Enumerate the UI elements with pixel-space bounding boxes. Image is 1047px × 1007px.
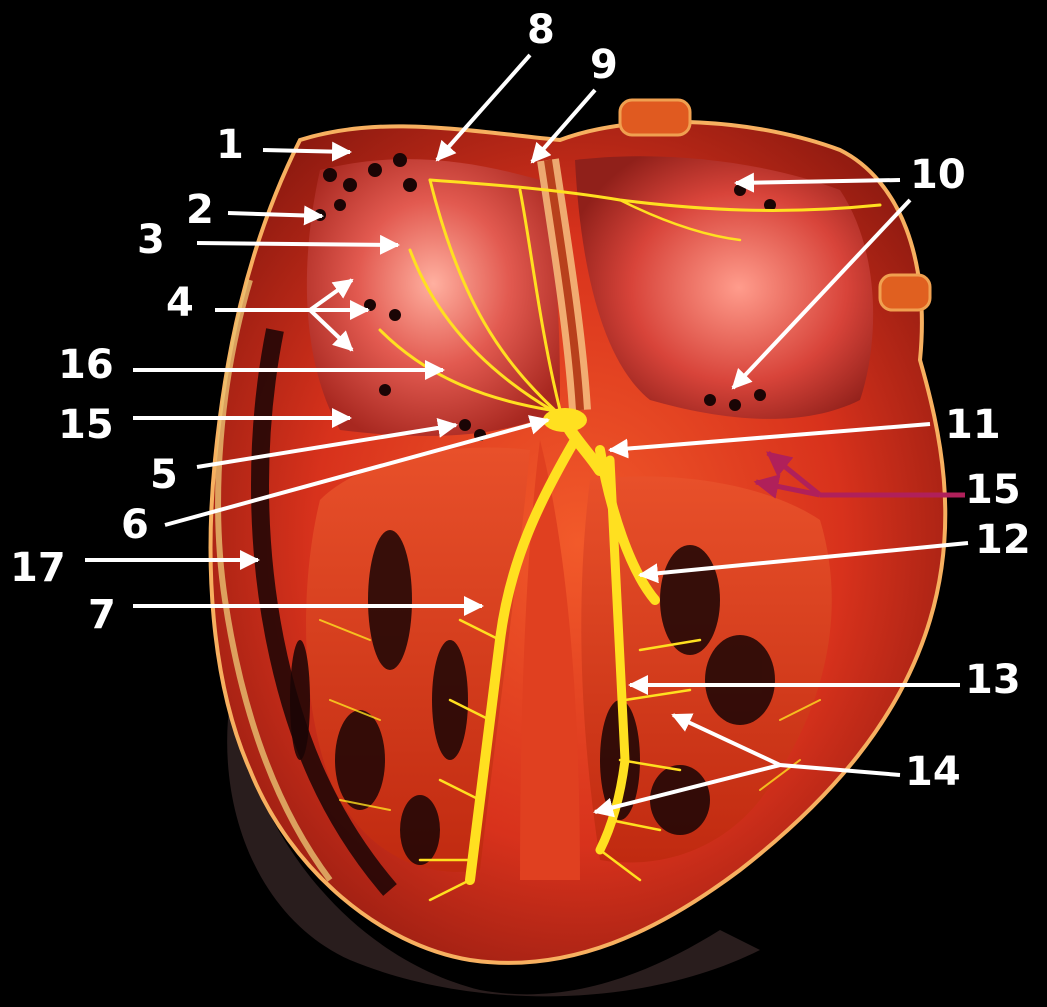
label-3: 3 [137,220,165,260]
label-1: 1 [216,125,244,165]
label-16: 16 [58,345,114,385]
label-11: 11 [945,405,1001,445]
pointer-1 [263,150,350,152]
label-9: 9 [590,45,618,85]
label-15-left: 15 [58,405,114,445]
pointer-3 [197,243,398,245]
label-12: 12 [975,520,1031,560]
label-17: 17 [10,548,66,588]
pulmonary-vein-stub [880,275,930,310]
label-14: 14 [905,752,961,792]
label-4: 4 [166,283,194,323]
aorta-stub [620,100,690,135]
label-8: 8 [527,10,555,50]
label-13: 13 [965,660,1021,700]
label-6: 6 [121,505,149,545]
label-5: 5 [150,455,178,495]
label-2: 2 [186,190,214,230]
label-15-right: 15 [965,470,1021,510]
label-7: 7 [88,595,116,635]
label-10: 10 [910,155,966,195]
